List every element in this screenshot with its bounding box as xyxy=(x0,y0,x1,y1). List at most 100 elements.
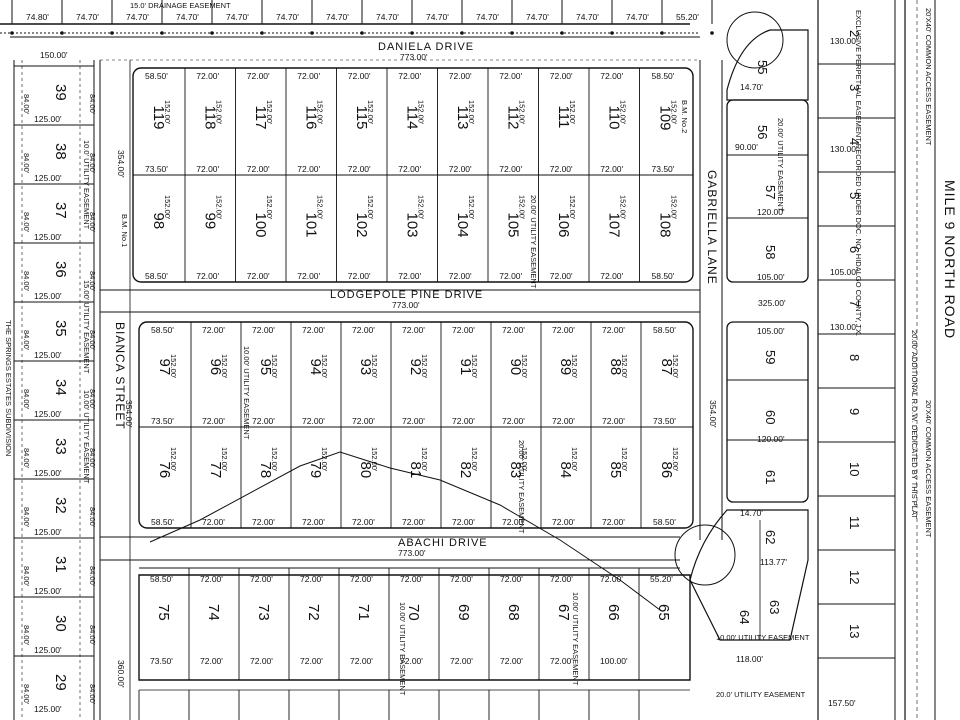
west-top-dim: 150.00' xyxy=(40,50,68,60)
lot-depth-dimension: 152.00' xyxy=(618,195,627,220)
frontage-dimension: 72.00' xyxy=(247,71,270,81)
lot-number: 75 xyxy=(155,604,172,621)
survey-monument xyxy=(10,31,14,35)
lot-number: 101 xyxy=(302,213,319,238)
lot-width-dimension: 84.00' xyxy=(88,271,97,292)
lot-number: 60 xyxy=(763,410,778,424)
lot-dimension: 14.70' xyxy=(740,508,763,518)
lot-width-dimension: 84.00' xyxy=(22,684,31,705)
lot-width-dimension: 84.00' xyxy=(22,566,31,587)
exclusive-easement-note: EXCLUSIVE PERPETUAL EASEMENT RECORDED UN… xyxy=(854,10,863,336)
lot-depth-dimension: 152.00' xyxy=(420,354,429,379)
lot-number: 56 xyxy=(755,125,770,139)
lot-dimension: 118.00' xyxy=(736,654,763,664)
survey-monument xyxy=(260,31,264,35)
frontage-dimension: 72.00' xyxy=(502,325,525,335)
frontage-dimension: 72.00' xyxy=(550,574,573,584)
lot-number: 38 xyxy=(52,143,69,160)
street-abachi[interactable]: ABACHI DRIVE xyxy=(398,537,488,549)
survey-monument xyxy=(410,31,414,35)
lot-width-dimension: 72.00' xyxy=(300,656,323,666)
lot-depth-dimension: 125.00' xyxy=(34,350,62,360)
road-mile-9-north[interactable]: MILE 9 NORTH ROAD xyxy=(942,180,958,339)
lot-depth-dimension: 152.00' xyxy=(163,100,172,125)
lot-number: 110 xyxy=(605,106,622,130)
lot-number: 90 xyxy=(507,359,524,376)
lot-number: 2 xyxy=(847,30,862,37)
lot-depth-dimension: 152.00' xyxy=(320,447,329,472)
lot-width-dimension: 72.00' xyxy=(250,656,273,666)
lot-depth-dimension: 152.00' xyxy=(620,447,629,472)
lot-number: 61 xyxy=(763,470,778,484)
frontage-dimension: 72.00' xyxy=(297,271,320,281)
lot-number: 32 xyxy=(52,497,69,514)
lot-number: 64 xyxy=(737,610,752,624)
lot-width-dimension: 84.00' xyxy=(22,153,31,174)
frontage-dimension: 72.00' xyxy=(297,71,320,81)
lot-depth-dimension: 152.00' xyxy=(671,354,680,379)
frontage-dimension: 72.00' xyxy=(449,271,472,281)
lot-number: 89 xyxy=(557,359,574,376)
survey-monument xyxy=(660,31,664,35)
lot-depth-dimension: 125.00' xyxy=(34,173,62,183)
lot-depth-dimension: 152.00' xyxy=(315,195,324,220)
lot-width-dimension: 72.00' xyxy=(200,656,223,666)
benchmark-1: B.M. No.1 xyxy=(120,214,129,247)
lot-dimension: 105.00' xyxy=(757,326,785,336)
lot-depth-dimension: 152.00' xyxy=(366,100,375,125)
lot-depth-dimension: 152.00' xyxy=(220,354,229,379)
lot-number: 79 xyxy=(307,462,324,479)
lot-depth-dimension: 152.00' xyxy=(214,100,223,125)
lot-number: 11 xyxy=(847,516,862,530)
lot-number: 86 xyxy=(658,462,675,479)
lot-width-dimension: 73.50' xyxy=(145,164,168,174)
lot-depth-dimension: 125.00' xyxy=(34,232,62,242)
street-lodgepole[interactable]: LODGEPOLE PINE DRIVE xyxy=(330,289,483,301)
lot-number: 115 xyxy=(353,106,370,130)
lot-number: 81 xyxy=(407,462,424,479)
block-a-utility-easement: 20.00' UTILITY EASEMENT xyxy=(529,195,538,289)
lot-number: 113 xyxy=(454,106,471,130)
lot-number: 111 xyxy=(555,106,572,129)
lot-number: 13 xyxy=(847,624,862,638)
lot-width-dimension: 72.00' xyxy=(252,416,275,426)
lot-dimension: 120.00' xyxy=(757,207,785,217)
lot-depth-dimension: 152.00' xyxy=(520,354,529,379)
lot-dimension: 130.00' xyxy=(830,36,858,46)
block-b-utility-easement-a: 10.00' UTILITY EASEMENT xyxy=(242,346,251,440)
lot-depth-dimension: 125.00' xyxy=(34,645,62,655)
street-daniela[interactable]: DANIELA DRIVE xyxy=(378,41,474,53)
lot-number: 105 xyxy=(504,213,521,238)
survey-monument xyxy=(60,31,64,35)
lot-depth-dimension: 152.00' xyxy=(467,195,476,220)
lot-number: 91 xyxy=(457,359,474,376)
survey-monument xyxy=(610,31,614,35)
lot-number: 31 xyxy=(52,556,69,573)
lot-number: 94 xyxy=(307,359,324,376)
block-c-utility-easement-a: 10.00' UTILITY EASEMENT xyxy=(398,602,407,696)
street-gabriella[interactable]: GABRIELLA LANE xyxy=(705,170,719,285)
frontage-dimension: 72.00' xyxy=(552,517,575,527)
lot-number: 34 xyxy=(52,379,69,396)
frontage-dimension: 58.50' xyxy=(151,517,174,527)
lot-width-dimension: 84.00' xyxy=(88,330,97,351)
lot-number: 39 xyxy=(52,84,69,101)
lot-dimension: 14.70' xyxy=(740,82,763,92)
lot-number: 77 xyxy=(207,462,224,479)
lot-dimension: 130.00' xyxy=(830,322,858,332)
block-c-side-dim: 360.00' xyxy=(116,660,126,688)
row-dedication-note: 20.00' ADDITIONAL R.O.W. DEDICATED BY TH… xyxy=(910,330,919,519)
lot-depth-dimension: 152.00' xyxy=(214,195,223,220)
lot-width-dimension: 72.00' xyxy=(352,416,375,426)
lot-number: 68 xyxy=(505,604,522,621)
frontage-dimension: 72.00' xyxy=(502,517,525,527)
street-bianca[interactable]: BIANCA STREET xyxy=(113,322,127,430)
frontage-dimension: 72.00' xyxy=(600,574,623,584)
block-b-side-dim-right: 354.00' xyxy=(708,400,718,428)
lot-width-dimension: 72.00' xyxy=(400,656,423,666)
lot-number: 82 xyxy=(457,462,474,479)
frontage-dimension: 72.00' xyxy=(300,574,323,584)
lot-number: 58 xyxy=(763,245,778,259)
lot-depth-dimension: 125.00' xyxy=(34,704,62,714)
lot-width-dimension: 100.00' xyxy=(600,656,628,666)
